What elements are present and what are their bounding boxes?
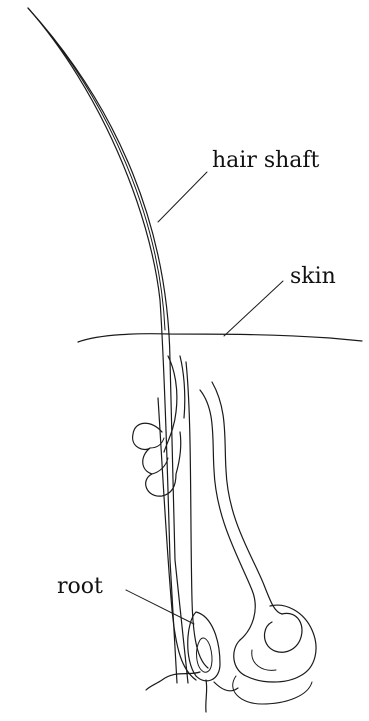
skin-label: skin [290,266,336,288]
sebaceous-gland [133,356,185,496]
skin-leader [224,281,283,336]
nerve-fibers [146,672,238,712]
root-label: root [57,576,103,598]
hair-shaft [28,8,188,683]
skin-surface [78,334,362,342]
root-leader [126,590,194,624]
hair-shaft-label: hair shaft [212,150,319,172]
sweat-gland [200,382,316,704]
hair-shaft-leader [158,172,207,222]
